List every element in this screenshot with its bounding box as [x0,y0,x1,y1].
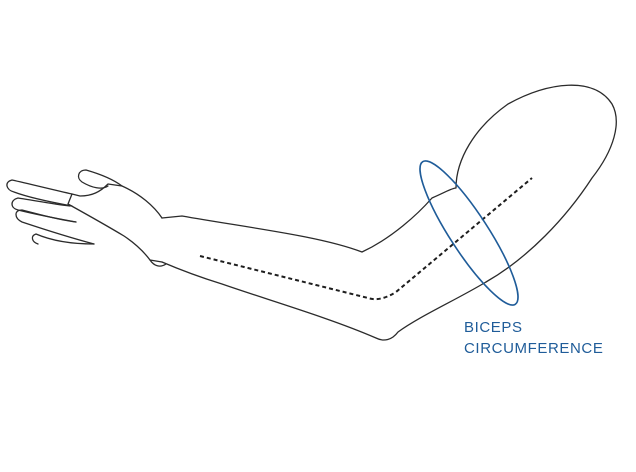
ring-finger [15,209,95,245]
arm-upper-edge [161,84,617,283]
arm-lower-edge [161,261,487,341]
wrist-bump [149,259,167,267]
little-finger [31,233,95,245]
circumference-label: CIRCUMFERENCE [464,340,604,357]
arm-outline-icon [6,84,617,341]
thumb [77,169,123,189]
hand-palm [67,183,163,263]
index-finger [6,179,73,207]
measuring-tape-loop-icon [419,160,519,306]
biceps-label: BICEPS [464,319,523,336]
